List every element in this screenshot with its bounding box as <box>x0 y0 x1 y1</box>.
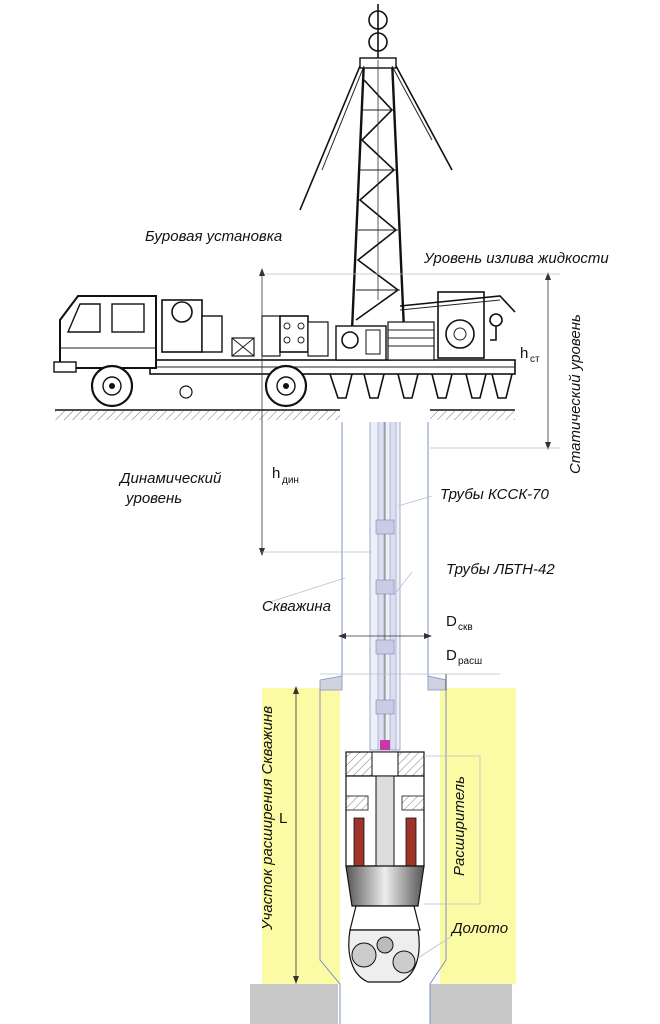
label-well: Скважина <box>262 598 331 615</box>
label-expansion-section: Участок расширения Скважинв <box>259 706 276 931</box>
label-d-ream-sub: расш <box>458 656 482 667</box>
drilling-rig <box>53 4 516 408</box>
label-dynamic-level-1: Динамический <box>118 470 222 487</box>
truck-wheels <box>90 364 308 408</box>
label-reamer: Расширитель <box>451 776 468 876</box>
deck-equipment <box>161 291 516 361</box>
bit <box>348 905 421 983</box>
label-d-well: D <box>446 613 457 630</box>
rock-formation <box>250 688 516 1024</box>
label-d-ream: D <box>446 647 457 664</box>
label-h-dynamic: h <box>272 465 280 482</box>
label-bit: Долото <box>450 920 508 937</box>
label-outflow-level: Уровень излива жидкости <box>423 250 609 267</box>
well-bore <box>319 420 447 1024</box>
annotations: Буровая установка Уровень излива жидкост… <box>118 228 609 937</box>
ground-surface <box>55 408 515 422</box>
label-d-well-sub: скв <box>458 622 473 633</box>
mast <box>299 4 453 331</box>
label-h-dynamic-sub: дин <box>282 475 299 486</box>
label-h-static-sub: ст <box>530 354 540 365</box>
label-pipes-kssk: Трубы КССК-70 <box>440 486 549 503</box>
label-dynamic-level-2: уровень <box>125 490 182 507</box>
truck-cab <box>53 295 157 373</box>
dimension-lines <box>259 268 560 984</box>
label-pipes-lbtn: Трубы ЛБТН-42 <box>446 561 555 578</box>
label-static-level: Статический уровень <box>567 314 584 474</box>
label-length: L <box>279 810 287 827</box>
label-rig: Буровая установка <box>145 228 282 245</box>
left-cutter <box>353 817 365 867</box>
support-legs <box>329 373 513 399</box>
reamer-tool <box>345 751 425 907</box>
label-h-static: h <box>520 345 528 362</box>
right-cutter <box>405 817 417 867</box>
drill-string <box>369 419 401 751</box>
